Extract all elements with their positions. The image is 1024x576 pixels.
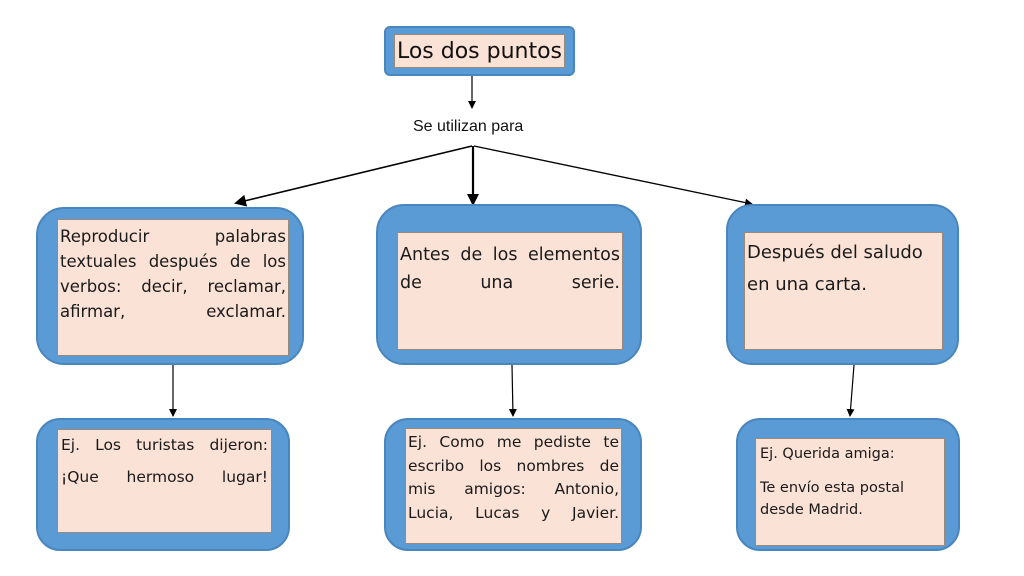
connector-label: Se utilizan para xyxy=(413,118,524,135)
example-box-2: Ej. Como me pediste te escribo los nombr… xyxy=(384,418,642,551)
example-3-line-2: Te envío esta postal desde Madrid. xyxy=(760,480,905,518)
example-1-line-1: Ej. Los turistas dijeron: xyxy=(61,436,268,454)
use-box-3: Después del saludo en una carta. xyxy=(726,204,959,365)
arrow-to-use-3 xyxy=(473,145,753,207)
arrow-use-3-to-example-3 xyxy=(846,364,855,417)
example-2-line-1: Ej. Como me pediste te escribo los nombr… xyxy=(408,433,619,522)
example-1-line-2: ¡Que hermoso lugar! xyxy=(61,468,268,486)
example-box-1: Ej. Los turistas dijeron: ¡Que hermoso l… xyxy=(36,418,290,551)
example-box-3-inner: Ej. Querida amiga: Te envío esta postal … xyxy=(755,438,945,546)
title-box-inner: Los dos puntos xyxy=(394,34,565,68)
arrow-use-2-to-example-2 xyxy=(508,364,517,417)
use-box-2-inner: Antes de los elementos de una serie. xyxy=(397,232,623,350)
title-box: Los dos puntos xyxy=(384,26,575,76)
use-text-3: Después del saludo en una carta. xyxy=(747,242,923,295)
title-text: Los dos puntos xyxy=(396,39,563,64)
example-3-line-1: Ej. Querida amiga: xyxy=(760,446,895,462)
use-box-1: Reproducir palabras textuales después de… xyxy=(36,207,304,365)
use-text-1: Reproducir palabras textuales después de… xyxy=(60,227,286,321)
arrow-to-use-1 xyxy=(234,145,473,207)
example-box-2-inner: Ej. Como me pediste te escribo los nombr… xyxy=(405,428,622,544)
example-box-1-inner: Ej. Los turistas dijeron: ¡Que hermoso l… xyxy=(57,429,272,533)
use-text-2: Antes de los elementos de una serie. xyxy=(400,245,620,293)
example-box-3: Ej. Querida amiga: Te envío esta postal … xyxy=(736,418,960,551)
use-box-3-inner: Después del saludo en una carta. xyxy=(744,232,943,350)
use-box-1-inner: Reproducir palabras textuales después de… xyxy=(57,219,289,356)
use-box-2: Antes de los elementos de una serie. xyxy=(376,204,642,365)
